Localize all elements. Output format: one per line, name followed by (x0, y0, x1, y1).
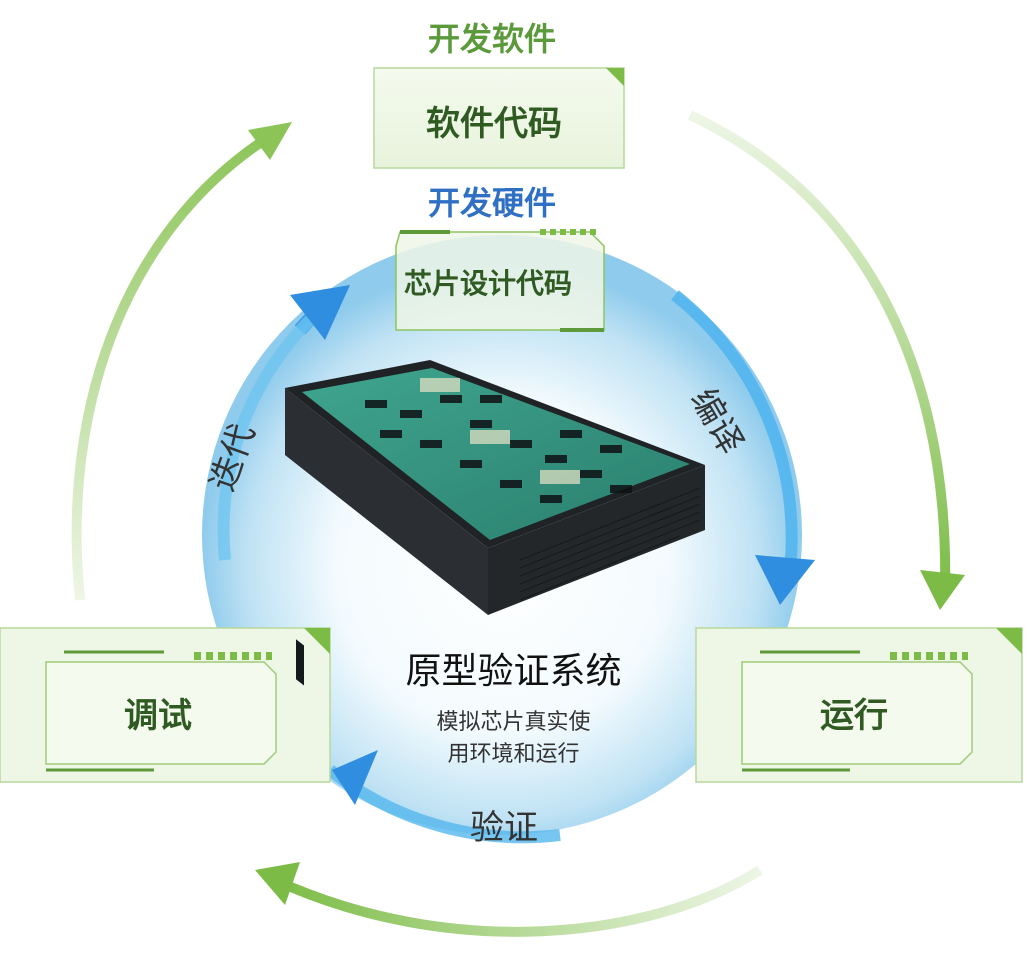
edge-label-verify: 验证 (470, 808, 538, 848)
software-heading: 开发软件 (428, 20, 557, 58)
run-box-label: 运行 (820, 696, 888, 736)
arrow-compile-head (755, 555, 815, 605)
chip-design-box (395, 229, 605, 332)
software-box-label: 软件代码 (426, 104, 562, 144)
debug-box-label: 调试 (124, 696, 192, 736)
center-title: 原型验证系统 (405, 651, 622, 692)
hardware-heading: 开发硬件 (428, 184, 557, 222)
arrow-left-head (248, 122, 292, 160)
debug-box (0, 627, 331, 783)
arrow-right-head (920, 570, 965, 610)
outer-green-cycle (71, 110, 965, 937)
prototype-hardware-picture (285, 360, 705, 686)
arrow-verify-head (332, 750, 378, 805)
center-subtitle-line2: 用环境和运行 (447, 742, 580, 767)
software-code-box (373, 67, 625, 169)
arrow-iterate-head (290, 285, 350, 340)
arrow-bottom-head (255, 862, 300, 905)
inner-blue-cycle (217, 285, 815, 844)
run-box (695, 627, 1023, 783)
chip-design-box-label: 芯片设计代码 (404, 267, 573, 300)
center-subtitle-line1: 模拟芯片真实使 (436, 710, 591, 735)
